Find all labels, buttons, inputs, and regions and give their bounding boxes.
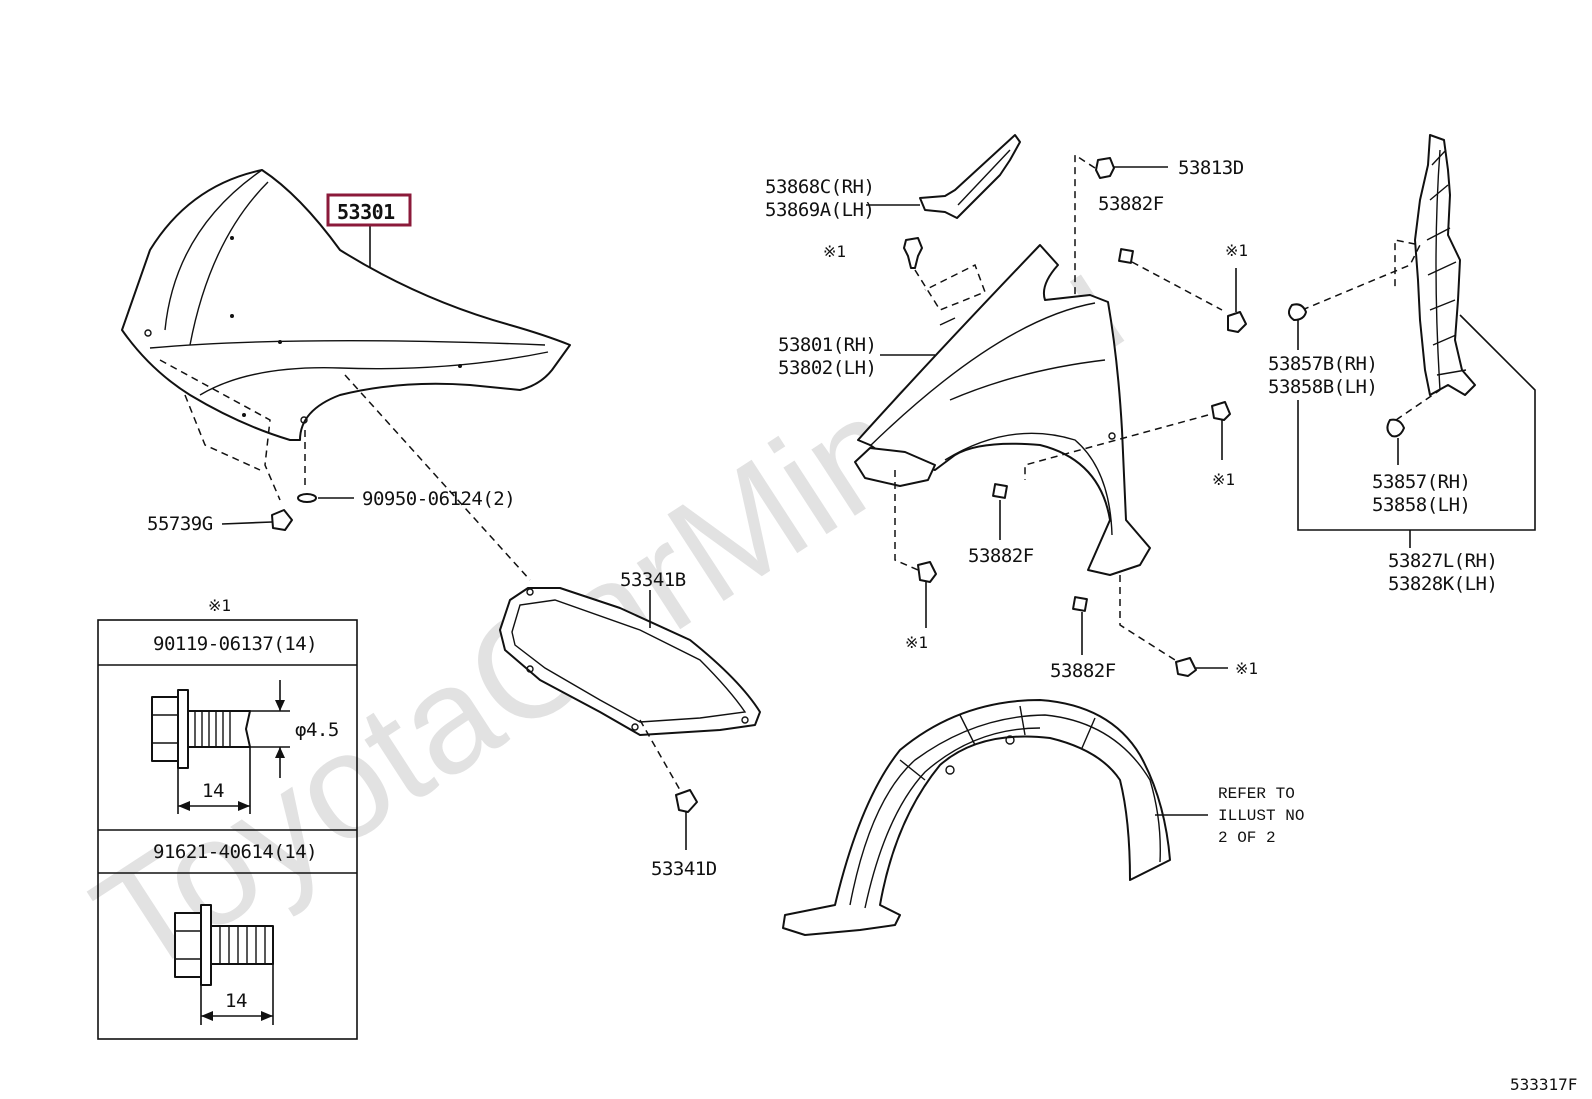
refer-note-line3: 2 OF 2 <box>1218 829 1276 847</box>
right-top-bolt-drawing <box>1227 311 1247 333</box>
nut-bottom-drawing <box>1072 596 1088 612</box>
hood-cushion-drawing <box>271 509 293 531</box>
label-hood-insulator: 53341B <box>620 569 686 591</box>
insulator-dash <box>639 719 681 791</box>
seal-dash-upper <box>1301 239 1422 311</box>
fender-drawing <box>854 244 1151 576</box>
bolt1-drawing <box>151 689 251 769</box>
cushion-leader <box>221 521 273 525</box>
note-right-top-bolt: ※1 <box>1225 241 1248 260</box>
bolt2-drawing <box>174 904 274 986</box>
nut-mid-drawing <box>992 483 1008 499</box>
fender-seal-drawing <box>1414 134 1476 396</box>
grommet-drawing <box>297 493 317 503</box>
top-bolt-drawing <box>903 237 923 269</box>
hood-drawing <box>121 169 571 441</box>
seal-group-bracket <box>1297 314 1536 531</box>
note-bottom-right-bolt: ※1 <box>1235 659 1258 678</box>
label-fender-screw: 53813D <box>1178 157 1244 179</box>
fastener-table-header: ※1 <box>208 596 231 615</box>
hood-dash-2 <box>184 394 261 471</box>
insulator-clip-drawing <box>675 789 698 813</box>
seal-clip-upper-drawing <box>1288 303 1307 321</box>
label-bolt2-length: 14 <box>225 990 247 1012</box>
hood-insulator-drawing <box>499 587 761 736</box>
label-fender-lh: 53802(LH) <box>778 357 876 379</box>
hood-highlight-box <box>326 193 412 227</box>
fender-dash-mid <box>1024 414 1209 480</box>
bottom-right-bolt-drawing <box>1175 657 1197 677</box>
label-grommet: 90950-06124(2) <box>362 488 515 510</box>
fender-screw-drawing <box>1095 157 1115 179</box>
label-nut-bottom: 53882F <box>1050 660 1116 682</box>
label-seal-lh: 53828K(LH) <box>1388 573 1497 595</box>
label-seal-clip-lower-rh: 53857(RH) <box>1372 471 1470 493</box>
label-bolt1-length: 14 <box>202 780 224 802</box>
lower-bolt-drawing <box>917 561 937 583</box>
label-seal-clip-upper-lh: 53858B(LH) <box>1268 376 1377 398</box>
diagram-id: 533317F <box>1510 1075 1577 1094</box>
fender-bracket-drawing <box>919 134 1021 219</box>
refer-note-line2: ILLUST NO <box>1218 807 1304 825</box>
fender-liner-drawing <box>782 699 1171 936</box>
note-lower-bolt: ※1 <box>905 633 928 652</box>
seal-dash-lower <box>1395 389 1441 421</box>
label-bracket-lh: 53869A(LH) <box>765 199 874 221</box>
fender-dash-nut-top <box>1131 261 1223 311</box>
fender-dash-bottom <box>1119 575 1176 661</box>
label-seal-rh: 53827L(RH) <box>1388 550 1497 572</box>
label-insulator-clip: 53341D <box>651 858 717 880</box>
label-bolt1-diameter: φ4.5 <box>295 719 339 741</box>
label-nut-mid: 53882F <box>968 545 1034 567</box>
label-bolt1-part: 90119-06137(14) <box>153 633 317 655</box>
label-nut-top: 53882F <box>1098 193 1164 215</box>
nut-top-drawing <box>1118 248 1134 264</box>
note-top-bolt: ※1 <box>823 242 846 261</box>
label-seal-clip-upper-rh: 53857B(RH) <box>1268 353 1377 375</box>
hood-dash-4 <box>344 374 531 581</box>
fender-dash-lower <box>894 470 919 571</box>
middle-bolt-drawing <box>1211 401 1231 421</box>
label-bracket-rh: 53868C(RH) <box>765 176 874 198</box>
label-hood-cushion: 55739G <box>147 513 213 535</box>
label-seal-clip-lower-lh: 53858(LH) <box>1372 494 1470 516</box>
label-hood: 53301 <box>337 200 395 224</box>
label-fender-rh: 53801(RH) <box>778 334 876 356</box>
hood-dash-1 <box>159 359 281 501</box>
label-bolt2-part: 91621-40614(14) <box>153 841 317 863</box>
note-middle-bolt: ※1 <box>1212 470 1235 489</box>
refer-note-line1: REFER TO <box>1218 785 1295 803</box>
seal-clip-lower-drawing <box>1386 418 1405 438</box>
